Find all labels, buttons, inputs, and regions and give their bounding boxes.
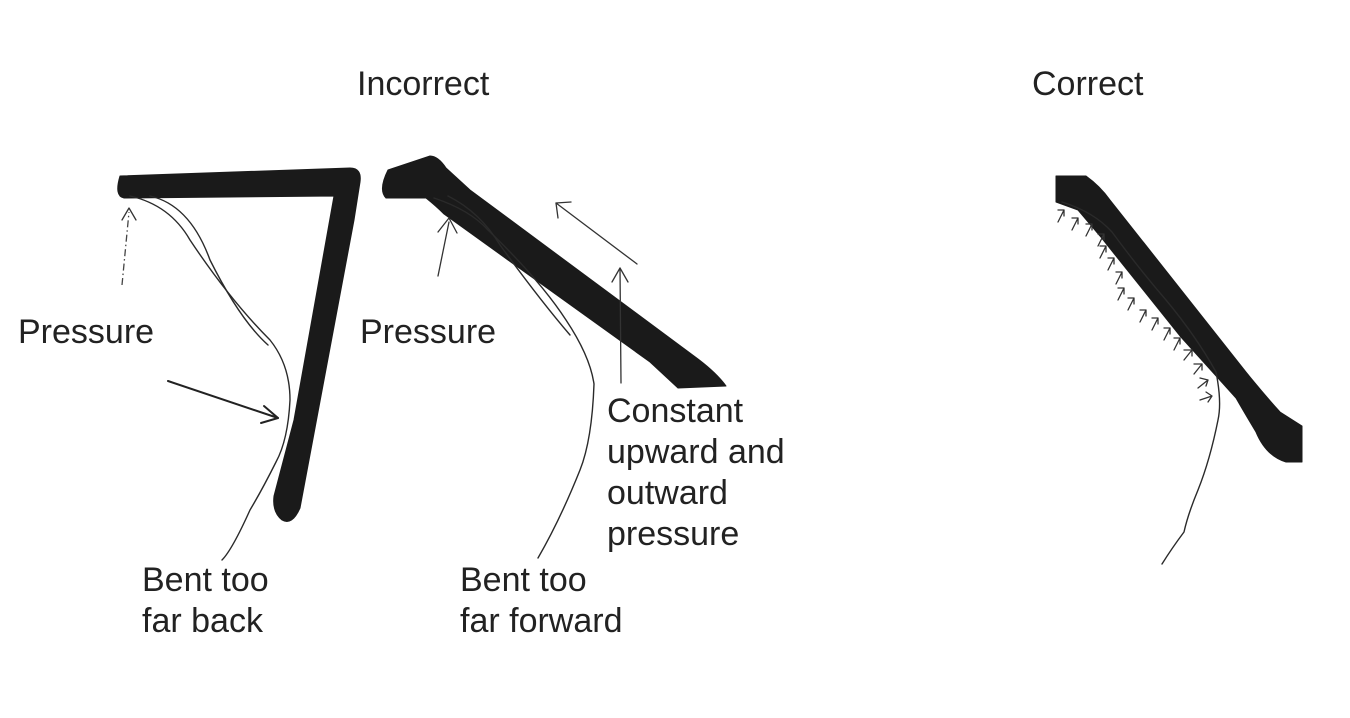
pressure-arrow-left bbox=[121, 207, 137, 286]
even-pressure-arrows bbox=[1057, 209, 1213, 403]
arrow-upward bbox=[611, 267, 629, 384]
tooth-outline-back bbox=[129, 195, 291, 561]
label-pressure-middle: Pressure bbox=[360, 313, 497, 351]
instrument-bent-back bbox=[117, 167, 361, 522]
tooth-outline-forward bbox=[433, 197, 595, 559]
arrow-bent-back bbox=[167, 380, 279, 424]
label-bent-forward: Bent too far forward bbox=[460, 561, 623, 640]
label-bent-back: Bent too far back bbox=[142, 561, 269, 640]
instrument-bent-forward bbox=[382, 155, 727, 389]
arrow-outward bbox=[555, 201, 638, 265]
instrument-correct bbox=[1055, 175, 1303, 463]
pressure-arrow-middle bbox=[437, 217, 458, 277]
tooth-outline-correct bbox=[1061, 201, 1221, 565]
heading-incorrect: Incorrect bbox=[357, 65, 490, 103]
heading-correct: Correct bbox=[1032, 65, 1144, 103]
label-pressure-left: Pressure bbox=[18, 313, 155, 351]
label-constant-pressure: Constant upward and outward pressure bbox=[607, 392, 785, 553]
tooth-outline-back-inner bbox=[149, 195, 269, 346]
tooth-outline-forward-inner bbox=[447, 195, 571, 336]
